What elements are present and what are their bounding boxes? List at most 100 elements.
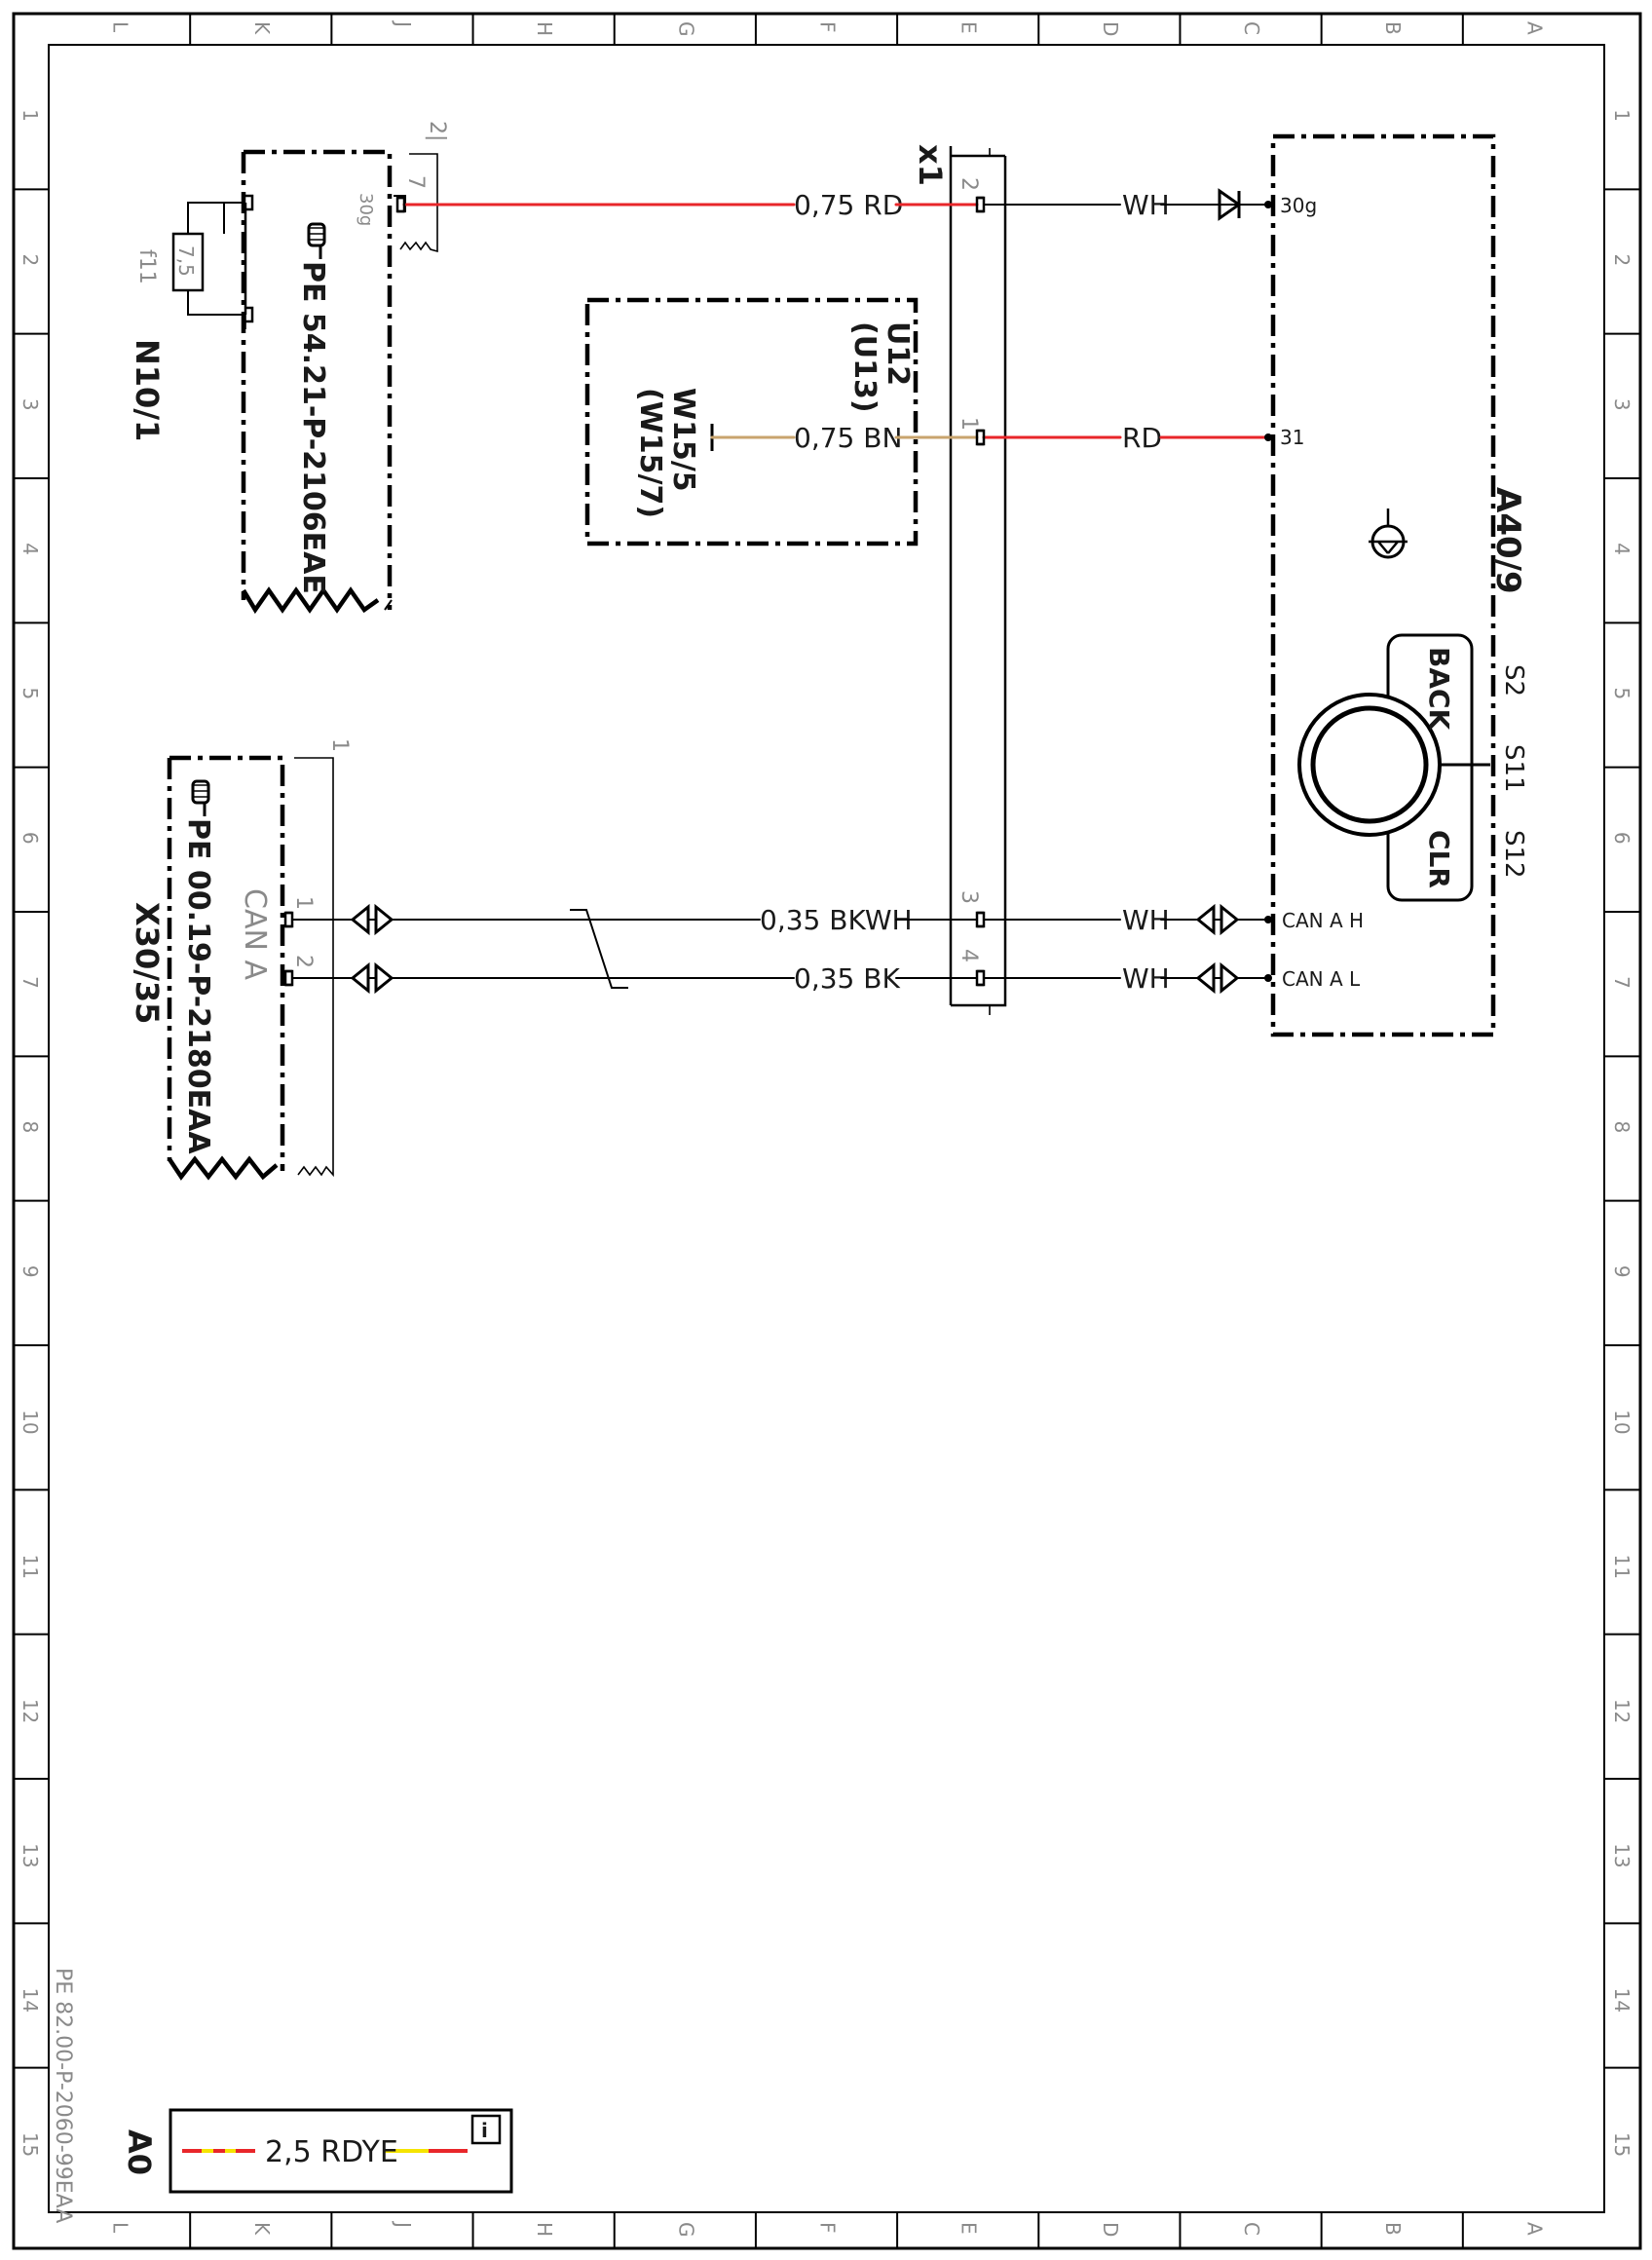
wire-label-0-75-bn: 0,75 BN bbox=[794, 422, 902, 454]
pin-terminal bbox=[245, 306, 254, 323]
a40-9-pin-30g: 30g bbox=[1280, 194, 1317, 217]
grid-col-label-top: L bbox=[109, 21, 132, 33]
break-zigzag bbox=[242, 586, 380, 615]
grid-col-label-top: D bbox=[1099, 21, 1122, 36]
grid-row-label-right: 6 bbox=[1610, 832, 1633, 845]
connector-x1: x1 2 1 3 4 bbox=[912, 144, 1007, 1015]
grid-row-label-right: 2 bbox=[1610, 254, 1633, 267]
grid-col-label-bottom: K bbox=[250, 2222, 274, 2236]
pin-dot bbox=[1264, 433, 1272, 441]
pointing-hand-icon bbox=[307, 222, 326, 259]
grid-row-label-right: 11 bbox=[1610, 1555, 1633, 1579]
wires: 0,75 RD WH 0,75 BN RD 0,35 BKWH WH 0,35 … bbox=[244, 188, 1272, 995]
pin-terminal bbox=[975, 196, 984, 213]
x1-label: x1 bbox=[912, 144, 949, 186]
grid-row-label-left: 6 bbox=[19, 832, 42, 845]
pin-terminal bbox=[283, 911, 292, 928]
wire-label-0-35-bk: 0,35 BK bbox=[794, 962, 900, 995]
component-x30-35: 1 1 2 PE 00.19-P-2180EAA CAN A X30/35 bbox=[129, 738, 352, 1181]
ground-transistor-icon bbox=[1369, 508, 1408, 559]
document-code: PE 82.00-P-2060-99EAA bbox=[51, 1968, 75, 2223]
pin-terminal bbox=[975, 969, 984, 987]
component-u12: U12 (U13) W15/5 (W15/7) bbox=[584, 297, 919, 546]
grid-row-label-left: 4 bbox=[19, 543, 42, 555]
a40-9-pin-can-h: CAN A H bbox=[1282, 909, 1364, 932]
fuse-f11-label: f11 bbox=[134, 249, 159, 284]
grid-row-label-right: 8 bbox=[1610, 1121, 1633, 1134]
grid-row-label-left: 10 bbox=[19, 1410, 42, 1434]
grid-col-label-bottom: L bbox=[109, 2222, 132, 2234]
info-icon: i bbox=[470, 2114, 502, 2145]
grid-col-label-bottom: H bbox=[533, 2222, 556, 2237]
grid-col-label-bottom: D bbox=[1099, 2222, 1122, 2237]
grid-col-label-top: E bbox=[957, 21, 981, 34]
w15-5-alt-label: (W15/7) bbox=[633, 388, 667, 518]
grid-row-label-right: 7 bbox=[1610, 976, 1633, 989]
grid-row-label-right: 12 bbox=[1610, 1699, 1633, 1723]
grid-row-label-right: 5 bbox=[1610, 688, 1633, 700]
svg-text:i: i bbox=[481, 2119, 488, 2142]
pin-dot bbox=[1264, 201, 1272, 208]
grid-col-label-bottom: F bbox=[816, 2222, 840, 2234]
grid-col-label-bottom: J bbox=[392, 2220, 415, 2228]
grid-row-label-left: 13 bbox=[19, 1843, 42, 1867]
knob-label-back: BACK bbox=[1423, 647, 1455, 732]
component-a40-9: A40/9 BACK CLR S2 S11 S12 30g 31 CAN A H… bbox=[1270, 133, 1528, 1037]
component-n10-1: 2| 7 30g PE 54.21-P-2106EAE N10/1 7,5 f1… bbox=[129, 121, 449, 615]
grid-col-label-bottom: C bbox=[1240, 2222, 1263, 2236]
grid-row-label-left: 14 bbox=[19, 1988, 42, 2013]
w15-5-label: W15/5 bbox=[666, 388, 700, 492]
switch-label-s12: S12 bbox=[1499, 830, 1528, 879]
inner-frame bbox=[48, 44, 1605, 2213]
u12-alt-label: (U13) bbox=[847, 321, 882, 413]
grid-col-label-top: C bbox=[1240, 21, 1263, 35]
switch-label-s2: S2 bbox=[1499, 664, 1528, 697]
x1-pin-3: 3 bbox=[957, 890, 981, 904]
x1-pin-1: 1 bbox=[957, 417, 981, 431]
pin-dot bbox=[1264, 916, 1272, 923]
can-double-arrow bbox=[350, 903, 394, 936]
pin-terminal bbox=[395, 196, 404, 213]
n10-1-pin-30g: 30g bbox=[356, 193, 376, 226]
grid-row-label-right: 14 bbox=[1610, 1988, 1633, 2013]
legend-wire-label: 2,5 RDYE bbox=[265, 2135, 398, 2169]
x30-35-pin-1: 1 bbox=[291, 896, 316, 910]
x30-35-reference: PE 00.19-P-2180EAA bbox=[181, 818, 215, 1154]
x1-pin-4: 4 bbox=[957, 949, 981, 962]
grid-col-label-top: F bbox=[816, 21, 840, 33]
can-double-arrow bbox=[350, 961, 394, 995]
grid-row-label-left: 7 bbox=[19, 976, 42, 989]
fuse-f11-value: 7,5 bbox=[174, 245, 198, 277]
grid-row-label-right: 15 bbox=[1610, 2132, 1633, 2157]
x30-35-pin-2: 2 bbox=[291, 955, 316, 968]
outer-frame bbox=[12, 12, 1642, 2250]
break-zigzag bbox=[168, 1155, 279, 1181]
n10-1-reference: PE 54.21-P-2106EAE bbox=[296, 261, 330, 594]
grid-col-label-bottom: G bbox=[674, 2222, 697, 2238]
grid-row-label-right: 13 bbox=[1610, 1843, 1633, 1867]
grid-row-label-right: 1 bbox=[1610, 109, 1633, 122]
pin-terminals bbox=[245, 194, 986, 987]
grid-row-label-left: 15 bbox=[19, 2132, 42, 2157]
grid-row-label-left: 12 bbox=[19, 1699, 42, 1723]
n10-1-page-ref: 2| bbox=[425, 121, 449, 141]
pin-terminal bbox=[975, 429, 984, 446]
switch-label-s11: S11 bbox=[1499, 744, 1528, 793]
grid-row-label-right: 9 bbox=[1610, 1265, 1633, 1278]
grid-col-label-top: G bbox=[674, 21, 697, 37]
grid-row-label-left: 11 bbox=[19, 1555, 42, 1579]
grid-col-label-bottom: B bbox=[1381, 2222, 1405, 2236]
twisted-pair-marker bbox=[570, 909, 628, 989]
sheet-size: A0 bbox=[121, 2129, 158, 2175]
wire-label-0-75-rd: 0,75 RD bbox=[794, 189, 903, 221]
can-double-arrow bbox=[1195, 961, 1240, 995]
grid-row-label-left: 8 bbox=[19, 1121, 42, 1134]
x30-35-bus-label: CAN A bbox=[238, 888, 272, 980]
a40-9-label: A40/9 bbox=[1488, 487, 1527, 594]
grid-col-label-bottom: E bbox=[957, 2222, 981, 2235]
n10-1-pin-7: 7 bbox=[403, 175, 428, 189]
pin-terminal bbox=[975, 911, 984, 928]
pin-terminal bbox=[283, 969, 292, 987]
